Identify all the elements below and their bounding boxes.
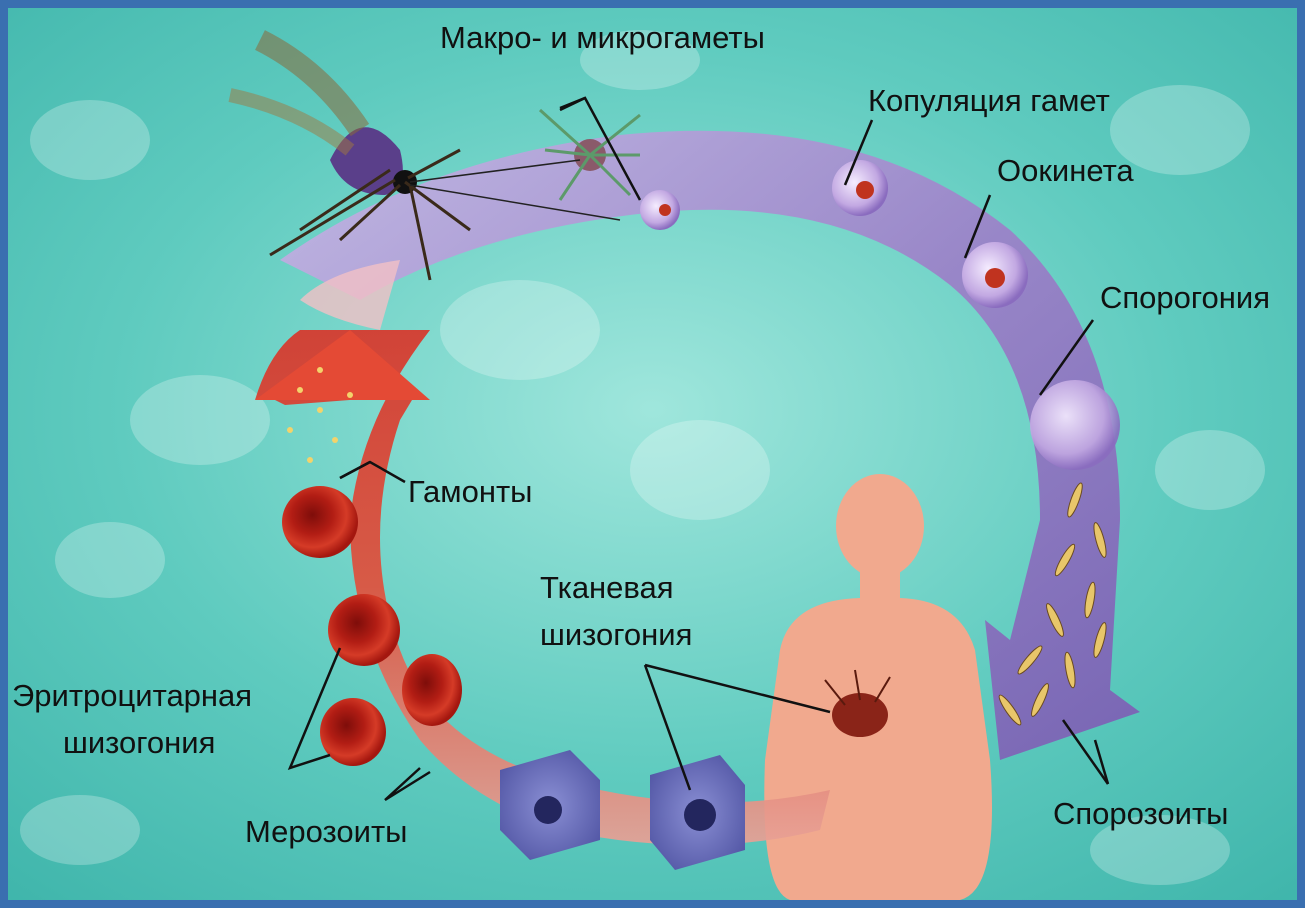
label-merozoites: Мерозоиты [245, 814, 407, 850]
oocyst-bubble [1030, 380, 1120, 470]
label-tissue-schizogony-line1: Тканевая [540, 570, 674, 606]
label-ery-schizogony-line2: шизогония [63, 725, 215, 761]
label-copulation: Копуляция гамет [868, 83, 1110, 119]
label-sporogony: Спорогония [1100, 280, 1270, 316]
label-sporozoites: Спорозоиты [1053, 796, 1228, 832]
label-gamonts: Гамонты [408, 474, 532, 510]
label-gametes: Макро- и микрогаметы [440, 20, 765, 56]
label-tissue-schizogony-line2: шизогония [540, 617, 692, 653]
gamont-cell [282, 486, 358, 558]
rbc-3 [402, 654, 462, 726]
label-ery-schizogony-line1: Эритроцитарная [12, 678, 252, 714]
label-ookinete: Оокинета [997, 153, 1134, 189]
rbc-1 [328, 594, 400, 666]
